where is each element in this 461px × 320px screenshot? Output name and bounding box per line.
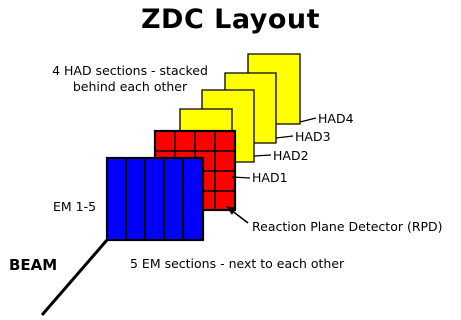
had3-leader xyxy=(275,135,294,139)
had3-label: HAD3 xyxy=(295,129,331,144)
had-note: 4 HAD sections - stacked behind each oth… xyxy=(30,63,230,95)
had-note-line1: 4 HAD sections - stacked xyxy=(52,63,208,78)
had1-label: HAD1 xyxy=(252,170,288,185)
leader-lines xyxy=(231,117,317,179)
had4-label: HAD4 xyxy=(318,111,354,126)
had1-leader xyxy=(231,176,251,179)
rpd-arrow-head xyxy=(226,206,236,215)
em-label: EM 1-5 xyxy=(53,199,97,214)
had-note-line2: behind each other xyxy=(72,79,188,94)
had2-label: HAD2 xyxy=(273,148,309,163)
beam-line xyxy=(40,239,109,316)
rpd-arrow-line xyxy=(230,209,249,224)
em-body xyxy=(105,156,205,242)
em-note: 5 EM sections - next to each other xyxy=(130,256,345,271)
em-module xyxy=(105,156,205,242)
had4-leader xyxy=(299,117,317,123)
rpd-label: Reaction Plane Detector (RPD) xyxy=(252,219,443,234)
em-section-dividers xyxy=(125,158,184,240)
diagram-title: ZDC Layout xyxy=(140,4,321,35)
beam-label: BEAM xyxy=(9,256,58,274)
had2-leader xyxy=(253,154,272,157)
